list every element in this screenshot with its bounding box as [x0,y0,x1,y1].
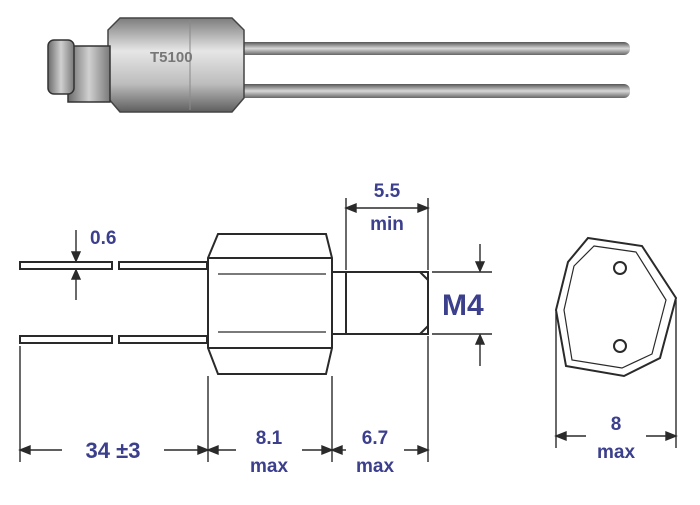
end-view-hexagon-inner [563,245,667,369]
side-view [19,233,429,375]
arrow-wire-bottom [70,268,82,280]
label-body-length-qualifier: max [250,456,288,477]
lead-lower-left [19,335,113,344]
label-stud-length-qualifier: max [356,456,394,477]
threaded-stud [331,271,429,335]
label-stud-length: 6.7 [362,428,388,449]
label-thread-size: M4 [442,289,484,322]
arrow-stud-right [417,444,430,456]
lead-upper-left [19,261,113,270]
arrow-wire-top [70,251,82,263]
arrow-thread-right [417,202,430,214]
end-view-hexagon [554,236,678,378]
dimension-labels: 0.6 5.5 min M4 34 ±3 8.1 max 6.7 max 8 m… [86,181,636,477]
lead-upper-right [118,261,208,270]
dimension-lines [18,198,678,462]
end-view-hole-lower [613,339,627,353]
photo-nut [67,45,111,103]
photo-wire-upper [220,42,630,55]
arrow-m4-top [474,261,486,273]
stud-tip-chamfer-top [419,271,429,281]
arrow-stud-left [330,444,343,456]
arrow-thread-left [344,202,357,214]
arrow-m4-bottom [474,333,486,345]
label-lead-length: 34 ±3 [86,438,141,463]
end-view-hole-upper [613,261,627,275]
arrow-lead-left [18,444,31,456]
photo-stud [47,39,75,95]
photo-part-marking: T5100 [150,49,193,66]
label-wire-thickness: 0.6 [90,228,116,249]
label-thread-length: 5.5 [374,181,401,202]
label-thread-length-qualifier: min [370,214,404,235]
label-hex-width-qualifier: max [597,442,635,463]
arrow-hex-right [665,430,678,442]
arrow-body-right [321,444,334,456]
label-body-length: 8.1 [256,428,283,449]
arrow-lead-right [197,444,210,456]
end-view [554,236,678,378]
label-hex-width: 8 [611,414,622,435]
part-photo: T5100 [47,17,630,113]
arrow-body-left [206,444,219,456]
stud-tip-chamfer-bottom [419,325,429,335]
photo-wire-lower [220,84,630,98]
hex-body [207,233,333,375]
lead-lower-right [118,335,208,344]
arrow-hex-left [554,430,567,442]
